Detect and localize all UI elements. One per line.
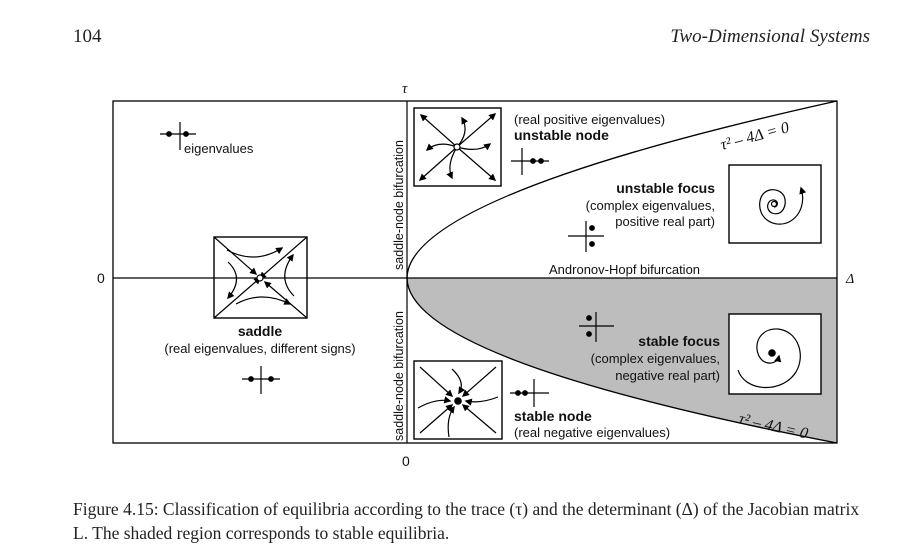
stable-focus-line1: (complex eigenvalues, [591, 351, 720, 366]
stable-node-subtitle: (real negative eigenvalues) [514, 425, 670, 440]
stable-node-phase-portrait [413, 360, 503, 440]
zero-left-label: 0 [97, 270, 105, 286]
parabola-upper-branch [406, 100, 838, 279]
stable-focus-eigenvalue-icon [579, 312, 614, 342]
tau-axis-label: τ [402, 81, 408, 97]
saddle-eigenvalue-icon [242, 366, 280, 394]
eigenvalues-legend-label: eigenvalues [184, 141, 254, 156]
curve-label-upper: τ² – 4Δ = 0 [719, 119, 791, 154]
running-head: Two-Dimensional Systems [670, 26, 870, 47]
stable-focus-line2: negative real part) [615, 368, 720, 383]
saddle-title: saddle [238, 323, 283, 339]
unstable-focus-eigenvalue-icon [568, 221, 604, 252]
unstable-node-subtitle: (real positive eigenvalues) [514, 112, 665, 127]
saddle-phase-portrait [213, 236, 308, 319]
unstable-focus-line2: positive real part) [615, 214, 715, 229]
delta-axis-label: Δ [845, 272, 854, 287]
eigenvalue-legend-icon [160, 122, 196, 150]
saddle-node-bifurcation-label-upper: saddle-node bifurcation [392, 140, 406, 270]
figure-frame [112, 100, 838, 444]
unstable-node-title: unstable node [514, 127, 609, 143]
andronov-hopf-bifurcation-label: Andronov-Hopf bifurcation [549, 262, 700, 277]
unstable-node-phase-portrait [413, 107, 502, 187]
stable-node-title: stable node [514, 408, 592, 424]
unstable-focus-phase-portrait [728, 164, 822, 244]
zero-bottom-label: 0 [402, 453, 410, 469]
unstable-focus-title: unstable focus [616, 180, 715, 196]
stable-node-eigenvalue-icon [510, 379, 549, 407]
stable-focus-phase-portrait [728, 313, 822, 395]
figure-caption: Figure 4.15: Classification of equilibri… [73, 499, 860, 543]
parabola-lower-branch [406, 277, 838, 444]
unstable-node-eigenvalue-icon [511, 148, 549, 175]
unstable-focus-line1: (complex eigenvalues, [586, 198, 715, 213]
page-number: 104 [73, 26, 102, 47]
stable-focus-title: stable focus [638, 333, 720, 349]
saddle-subtitle: (real eigenvalues, different signs) [164, 341, 355, 356]
saddle-node-bifurcation-label-lower: saddle-node bifurcation [392, 311, 406, 441]
